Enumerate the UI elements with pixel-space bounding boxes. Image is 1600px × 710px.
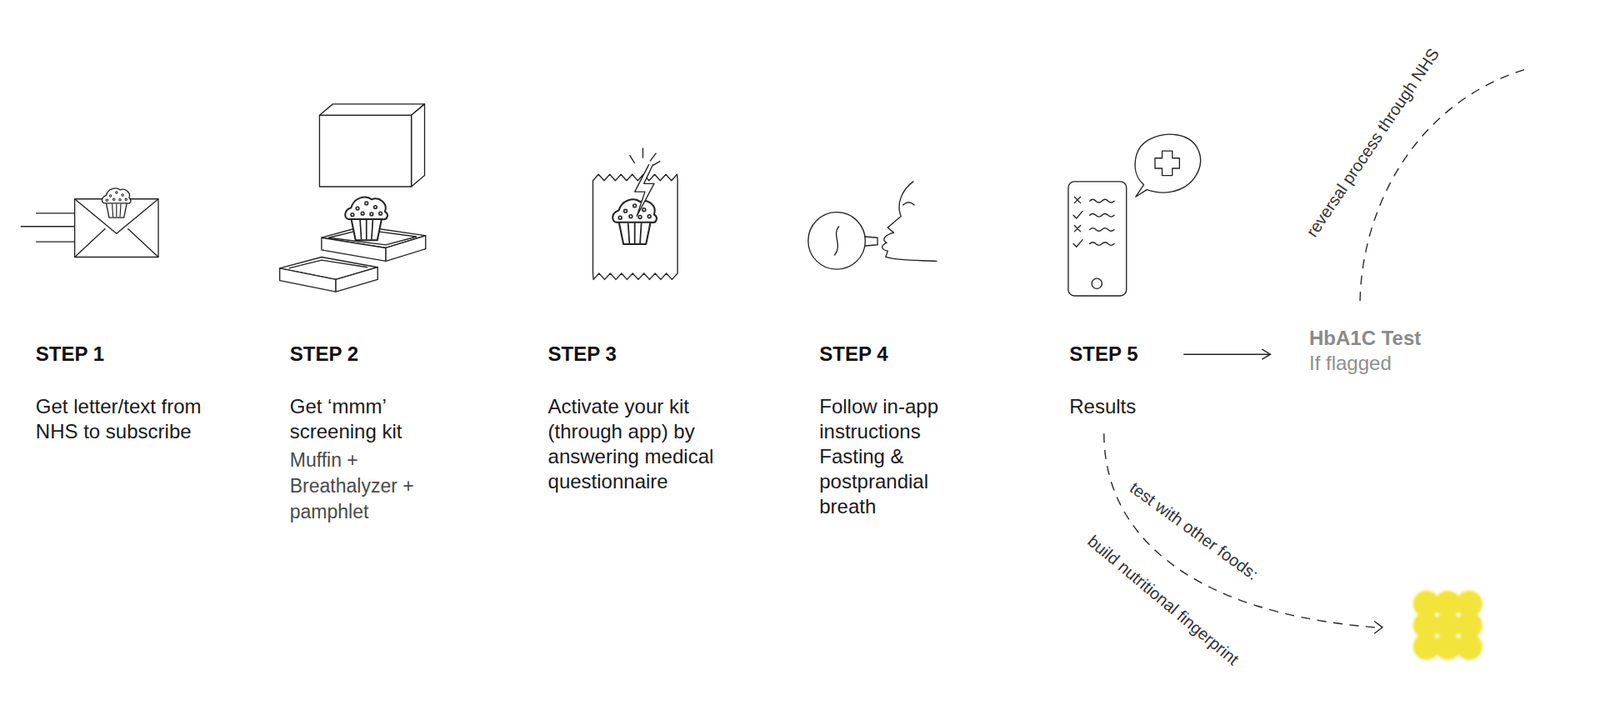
nutritional-fingerprint-part <box>1455 633 1483 660</box>
breathalyzer-icon-part <box>865 236 878 246</box>
test-block: HbA1C TestIf flagged <box>1270 325 1421 376</box>
wrapper-icon <box>593 148 679 280</box>
reversal-curve <box>1360 69 1525 301</box>
phone-icon-part <box>1074 225 1080 232</box>
phone-icon-part <box>1074 196 1080 203</box>
breathalyzer-icon <box>808 181 937 270</box>
step-block: STEP 2 Get ‘mmm’ screening kitMuffin + Br… <box>290 341 457 525</box>
curve-label: test with other foods: <box>1125 477 1262 585</box>
arrow-connector <box>1183 349 1270 360</box>
phone-icon-part <box>1155 150 1180 175</box>
kit-box-icon-part <box>289 260 368 269</box>
step-heading: STEP 4 <box>819 341 961 367</box>
phone-icon-part <box>1090 199 1115 245</box>
step-text: Get letter/text from NHS to subscribe <box>35 394 203 445</box>
breathalyzer-icon-part <box>808 212 866 270</box>
phone-icon-part <box>1135 134 1200 197</box>
step-heading: STEP 5 <box>1069 341 1184 367</box>
phone-icon-part <box>1068 181 1127 296</box>
nutritional-fingerprint <box>1413 590 1483 660</box>
wrapper-icon-part <box>635 164 655 216</box>
step-text: Activate your kit (through app) by answe… <box>548 394 749 495</box>
step-subtext: Muffin + Breathalyzer + pamphlet <box>290 447 457 525</box>
kit-box-icon-part <box>335 267 378 292</box>
step-block: STEP 1 Get letter/text from NHS to subscr… <box>35 341 203 445</box>
envelope-icon-part <box>20 213 75 242</box>
phone-icon-part <box>1091 278 1102 289</box>
breathalyzer-icon-part <box>903 202 915 205</box>
kit-box-icon <box>280 104 426 292</box>
curve-label: reversal process through NHS <box>1301 45 1444 242</box>
kit-box-icon-part <box>280 268 336 292</box>
step-text: Follow in-app instructions Fasting & pos… <box>819 394 961 520</box>
phone-icon <box>1068 134 1201 296</box>
curve-arrowhead <box>1374 621 1383 635</box>
envelope-icon <box>20 188 159 258</box>
kit-box-icon-part <box>319 115 411 187</box>
dashed-curves <box>1104 69 1526 628</box>
step-block: STEP 5 Results <box>1069 341 1184 420</box>
test-name: HbA1C Test <box>1309 325 1421 351</box>
kit-box-icon-part <box>345 197 388 241</box>
fingerprint-curve <box>1104 433 1376 628</box>
wrapper-icon-part <box>630 148 661 166</box>
phone-icon-part <box>1073 240 1083 248</box>
step-heading: STEP 1 <box>35 341 203 367</box>
wrapper-icon-part <box>612 199 657 245</box>
test-condition: If flagged <box>1309 350 1421 376</box>
phone-icon-part <box>1073 210 1083 219</box>
breathalyzer-icon-part <box>835 226 840 255</box>
step-text: Results <box>1069 394 1184 420</box>
arrow-connector-part <box>1183 354 1270 355</box>
step-heading: STEP 3 <box>548 341 749 367</box>
arrow-connector-part <box>1261 349 1270 360</box>
breathalyzer-icon-part <box>882 181 937 261</box>
kit-box-icon-part <box>319 104 425 115</box>
step-block: STEP 3 Activate your kit (through app) by… <box>548 341 749 495</box>
step-text: Get ‘mmm’ screening kit <box>290 394 457 445</box>
envelope-icon-part <box>102 188 131 218</box>
step-block: STEP 4 Follow in-app instructions Fasting… <box>819 341 961 520</box>
step-heading: STEP 2 <box>290 341 457 367</box>
kit-box-icon-part <box>411 104 425 187</box>
